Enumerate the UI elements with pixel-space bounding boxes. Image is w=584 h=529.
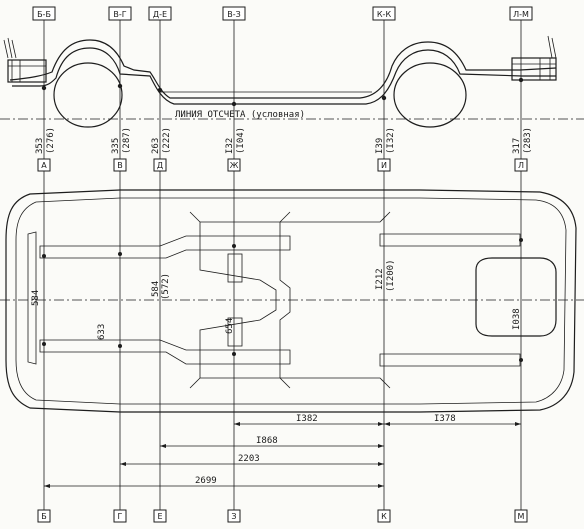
- height-value-zh: I32: [225, 138, 235, 154]
- section-label-vz: В-З: [227, 10, 241, 19]
- plan-view: [0, 189, 584, 413]
- plan-width-labels: 584 633 584 (572) 654 I212 (I200) I038: [31, 259, 522, 340]
- section-label-lm: Л-М: [513, 10, 529, 19]
- mid-letter-d: Д: [157, 161, 163, 170]
- dim-1378: I378: [434, 414, 456, 424]
- mid-letter-i: И: [381, 161, 387, 170]
- height-value-i: I39: [375, 138, 385, 154]
- datum-line: ЛИНИЯ ОТСЧЕТА (условная): [0, 110, 584, 120]
- height-value-zh-alt: (I04): [236, 127, 246, 154]
- mid-letter-v: В: [117, 161, 123, 170]
- bottom-letter-k: К: [381, 512, 387, 521]
- height-value-d: 263: [151, 138, 161, 154]
- dim-1038: I038: [512, 308, 522, 330]
- mid-letter-a: А: [41, 161, 47, 170]
- height-value-v-alt: (287): [122, 127, 132, 154]
- vertical-reference-lines: [43, 18, 522, 512]
- height-value-l: 317: [512, 138, 522, 154]
- side-view: [3, 35, 557, 128]
- middle-letter-boxes: А В Д Ж И Л: [37, 158, 528, 172]
- bottom-letter-boxes: Б Г Е З К М: [37, 509, 528, 523]
- dim-1200: (I200): [386, 259, 396, 292]
- dim-1382: I382: [296, 414, 318, 424]
- dim-1868: I868: [256, 436, 278, 446]
- section-label-de: Д-Е: [153, 10, 167, 19]
- height-value-a: 353: [35, 138, 45, 154]
- dim-572: (572): [161, 273, 171, 300]
- dim-633: 633: [97, 324, 107, 340]
- dim-654: 654: [225, 318, 235, 334]
- section-label-boxes: [32, 6, 533, 21]
- height-value-a-alt: (276): [46, 127, 56, 154]
- dim-2203: 2203: [238, 454, 260, 464]
- bottom-letter-m: М: [518, 512, 525, 521]
- section-label-bb: Б-Б: [37, 10, 51, 19]
- height-value-d-alt: (222): [162, 127, 172, 154]
- dim-1212: I212: [375, 268, 385, 290]
- bottom-letter-g: Г: [118, 512, 123, 521]
- bottom-letter-b: Б: [41, 512, 47, 521]
- length-dimensions: I382 I378 I868 2203 2699: [44, 414, 521, 488]
- bottom-letter-e: Е: [157, 512, 162, 521]
- section-label-kk: К-К: [377, 10, 392, 19]
- height-value-i-alt: (I32): [386, 127, 396, 154]
- dim-584b: 584: [151, 281, 161, 297]
- height-value-l-alt: (283): [523, 127, 533, 154]
- section-label-texts: Б-Б В-Г Д-Е В-З К-К Л-М: [37, 10, 529, 19]
- height-value-v: 335: [111, 138, 121, 154]
- bottom-letter-z: З: [231, 512, 236, 521]
- dim-584: 584: [31, 290, 41, 306]
- mid-letter-zh: Ж: [230, 161, 239, 170]
- mid-letter-l: Л: [518, 161, 524, 170]
- section-label-vg: В-Г: [113, 10, 126, 19]
- dim-2699: 2699: [195, 476, 217, 486]
- height-values: 353 (276) 335 (287) 263 (222) I32 (I04) …: [35, 127, 533, 154]
- datum-line-label: ЛИНИЯ ОТСЧЕТА (условная): [175, 110, 305, 120]
